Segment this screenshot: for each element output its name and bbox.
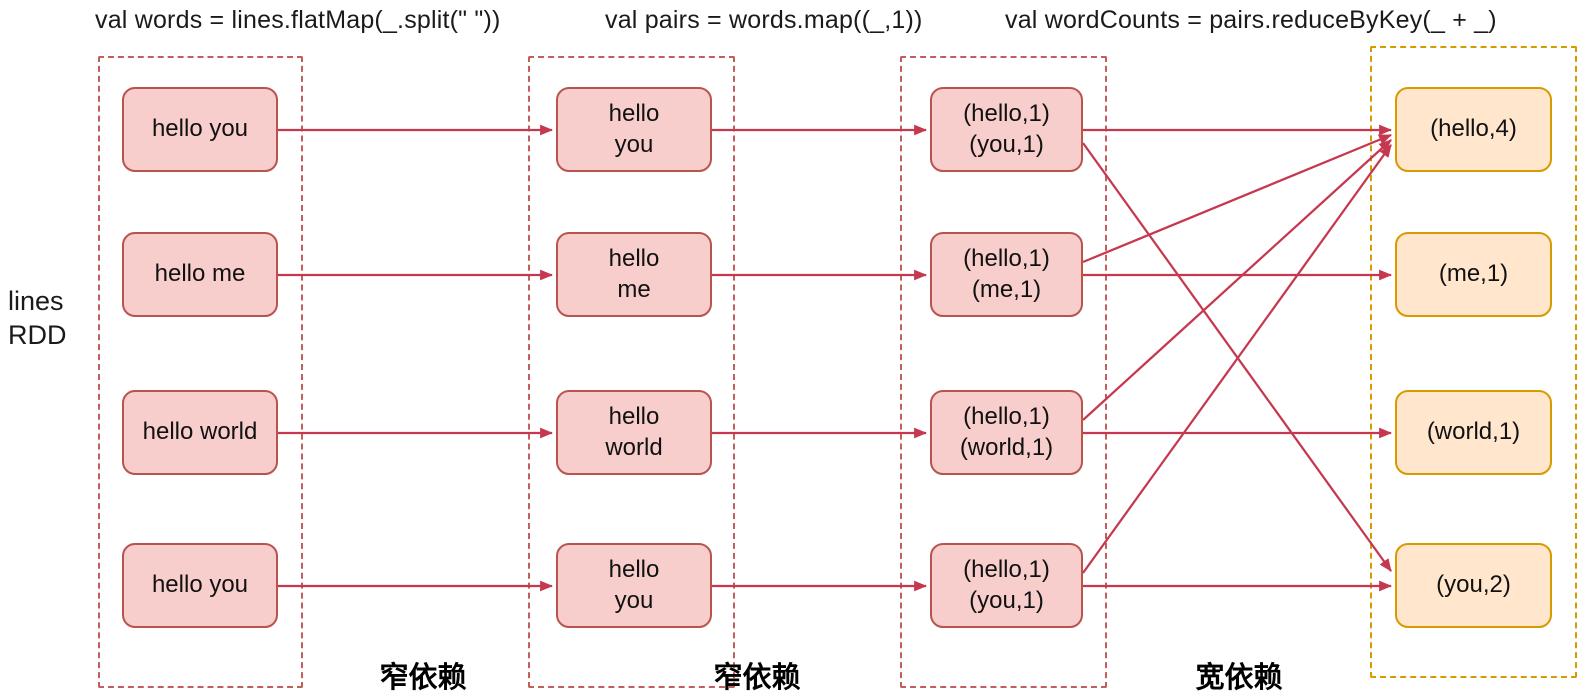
partition-frame-words bbox=[528, 56, 735, 688]
code-label-reducebykey: val wordCounts = pairs.reduceByKey(_ + _… bbox=[1005, 6, 1497, 34]
node-words-partition3: hello world bbox=[556, 390, 712, 475]
node-wordCounts-partition4: (you,2) bbox=[1395, 543, 1552, 628]
code-label-map: val pairs = words.map((_,1)) bbox=[605, 6, 923, 34]
dependency-label-wide: 宽依赖 bbox=[1195, 662, 1283, 694]
node-wordCounts-partition1: (hello,4) bbox=[1395, 87, 1552, 172]
arrow-pairs_to_wordCounts-p4-to-p1 bbox=[1082, 144, 1392, 574]
node-words-partition1: hello you bbox=[556, 87, 712, 172]
node-pairs-partition3: (hello,1) (world,1) bbox=[930, 390, 1083, 475]
code-label-flatmap: val words = lines.flatMap(_.split(" ")) bbox=[95, 6, 501, 34]
node-wordCounts-partition3: (world,1) bbox=[1395, 390, 1552, 475]
node-lines-partition2: hello me bbox=[122, 232, 278, 317]
arrow-pairs_to_wordCounts-p1-to-p4 bbox=[1082, 142, 1392, 572]
partition-frame-lines bbox=[98, 56, 303, 688]
dependency-label-narrow-2: 窄依赖 bbox=[713, 662, 801, 694]
partition-frame-pairs bbox=[900, 56, 1107, 688]
arrow-pairs_to_wordCounts-p3-to-p1 bbox=[1082, 139, 1392, 421]
partition-frame-wordCounts bbox=[1370, 46, 1577, 678]
node-words-partition4: hello you bbox=[556, 543, 712, 628]
node-pairs-partition2: (hello,1) (me,1) bbox=[930, 232, 1083, 317]
node-lines-partition3: hello world bbox=[122, 390, 278, 475]
node-lines-partition1: hello you bbox=[122, 87, 278, 172]
node-words-partition2: hello me bbox=[556, 232, 712, 317]
dependency-label-narrow-1: 窄依赖 bbox=[379, 662, 467, 694]
node-pairs-partition1: (hello,1) (you,1) bbox=[930, 87, 1083, 172]
lines-rdd-label: lines RDD bbox=[8, 286, 67, 350]
arrow-pairs_to_wordCounts-p2-to-p1 bbox=[1082, 133, 1393, 264]
node-lines-partition4: hello you bbox=[122, 543, 278, 628]
node-pairs-partition4: (hello,1) (you,1) bbox=[930, 543, 1083, 628]
node-wordCounts-partition2: (me,1) bbox=[1395, 232, 1552, 317]
